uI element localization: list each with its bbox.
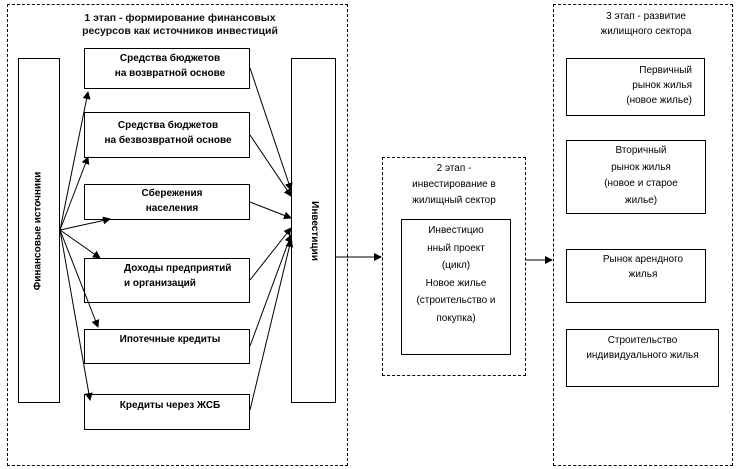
market-box-primary (566, 58, 705, 116)
source-box-budget-returnable (84, 48, 250, 89)
arrow-enterprise-income-to-investments (249, 227, 292, 281)
arrow-sources-to-enterprise-income (59, 229, 101, 259)
market-box-secondary (566, 140, 706, 214)
source-label-budget-nonreturnable: Средства бюджетов на безвозвратной основ… (104, 120, 232, 146)
arrow-sources-to-budget-returnable (59, 91, 91, 231)
source-box-savings (84, 184, 250, 220)
arrow-housing-savings-bank-to-investments (249, 239, 294, 411)
investment-project-label: Инвестицио нный проект (цикл) Новое жиль… (416, 225, 496, 324)
stage3-container (553, 4, 733, 466)
arrow-sources-to-housing-savings-bank (59, 229, 93, 401)
arrow-sources-to-savings (59, 216, 111, 231)
arrow-sources-to-mortgage (59, 229, 100, 328)
source-box-mortgage (84, 329, 250, 364)
source-label-budget-returnable: Средства бюджетов на возвратной основе (114, 53, 226, 79)
arrow-sources-to-budget-nonreturnable (59, 156, 90, 231)
arrow-budget-returnable-to-investments (249, 67, 293, 191)
arrow-mortgage-to-investments (249, 234, 293, 347)
source-box-enterprise-income (84, 258, 250, 303)
market-label-primary: Первичный рынок жилья (новое жилье) (626, 65, 692, 106)
market-box-rental (566, 249, 706, 303)
source-label-enterprise-income: Доходы предприятий и организаций (124, 263, 232, 289)
market-label-secondary: Вторичный рынок жилья (новое и старое жи… (604, 145, 678, 206)
source-label-savings: Сбережения населения (141, 188, 203, 214)
market-label-individual-construction: Строительство индивидуального жилья (586, 335, 699, 361)
stage2-container (382, 157, 526, 376)
market-box-individual-construction (566, 329, 719, 387)
source-label-housing-savings-bank: Кредиты через ЖСБ (119, 400, 221, 411)
arrow-budget-nonreturnable-to-investments (249, 134, 292, 197)
stage1-title: 1 этап - формирование финансовых ресурсо… (82, 12, 278, 37)
stage3-title: 3 этап - развитие жилищного сектора (600, 11, 692, 37)
investments-box (291, 58, 336, 403)
market-label-rental: Рынок арендного жилья (602, 254, 684, 280)
financial-sources-box (18, 58, 60, 403)
source-box-budget-nonreturnable (84, 112, 250, 158)
arrow-savings-to-investments (249, 201, 292, 220)
stage1-container (7, 4, 348, 466)
source-label-mortgage: Ипотечные кредиты (119, 334, 221, 345)
stage2-title: 2 этап - инвестирование в жилищный секто… (412, 163, 496, 206)
investment-project-box (401, 219, 511, 355)
source-box-housing-savings-bank (84, 394, 250, 430)
